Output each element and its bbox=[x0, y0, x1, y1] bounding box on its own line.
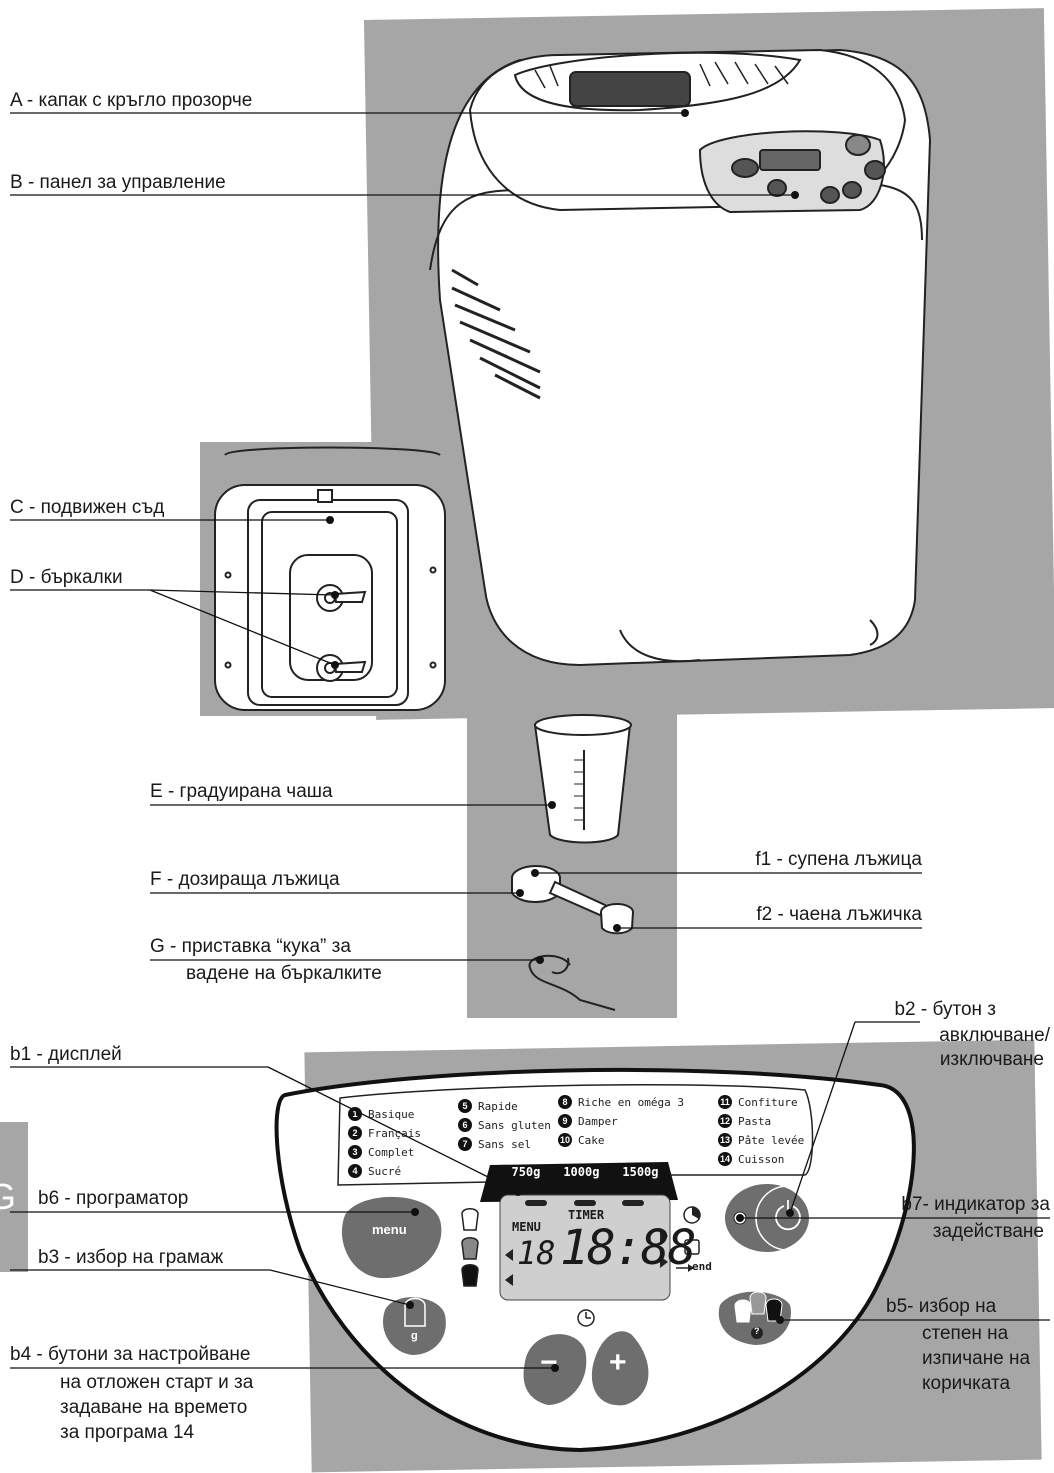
label-power-line2: авключване/ bbox=[939, 1025, 1050, 1046]
program-number: 6 bbox=[462, 1120, 467, 1130]
bread-machine bbox=[429, 48, 932, 667]
label-indicator-line1: b7- индикатор за bbox=[901, 1194, 1050, 1215]
label-time-buttons-line2: на отложен старт и за bbox=[60, 1372, 254, 1393]
program-number: 2 bbox=[352, 1128, 357, 1138]
program-number: 4 bbox=[352, 1166, 357, 1176]
baking-pan bbox=[214, 446, 446, 711]
label-crust-line2: степен на bbox=[922, 1323, 1009, 1344]
program-number: 11 bbox=[720, 1097, 730, 1107]
label-crust-line3: изпичане на bbox=[922, 1348, 1031, 1369]
lcd-time-digits: 18:88 bbox=[560, 1220, 696, 1276]
label-weight-selection: b3 - избор на грамаж bbox=[38, 1247, 224, 1268]
program-name: Sucré bbox=[368, 1165, 401, 1178]
hook-accessory bbox=[528, 954, 616, 1011]
label-power-line3: изключване bbox=[939, 1049, 1044, 1070]
label-crust-line4: коричката bbox=[922, 1373, 1011, 1394]
label-time-buttons-line3: задаване на времето bbox=[60, 1397, 248, 1418]
program-number-badge bbox=[458, 1118, 472, 1132]
leader-lines bbox=[10, 112, 1050, 1369]
program-number-badge bbox=[718, 1152, 732, 1166]
program-name: Pâte levée bbox=[738, 1134, 804, 1147]
label-time-buttons-line4: за програма 14 bbox=[60, 1422, 195, 1443]
program-name: Damper bbox=[578, 1115, 618, 1128]
program-number-badge bbox=[348, 1164, 362, 1178]
label-hook-line1: G - приставка “кука” за bbox=[150, 936, 351, 957]
program-number-badge bbox=[348, 1145, 362, 1159]
program-number: 12 bbox=[720, 1116, 730, 1126]
lcd-timer-label: TIMER bbox=[568, 1208, 605, 1222]
program-number-badge bbox=[718, 1133, 732, 1147]
label-measuring-spoon: F - дозираща лъжица bbox=[150, 869, 340, 890]
program-name: Riche en oméga 3 bbox=[578, 1096, 684, 1109]
weight-1500: 1500g bbox=[622, 1165, 659, 1179]
label-indicator-line2: задействане bbox=[932, 1221, 1044, 1242]
program-number: 8 bbox=[562, 1097, 567, 1107]
measuring-spoon bbox=[511, 865, 634, 935]
minus-button[interactable]: − bbox=[540, 1346, 558, 1379]
program-number-badge bbox=[558, 1114, 572, 1128]
program-name: Cuisson bbox=[738, 1153, 784, 1166]
program-number-badge bbox=[558, 1133, 572, 1147]
label-lid: A - капак с кръгло прозорче bbox=[10, 90, 253, 111]
lcd-end-label: end bbox=[692, 1260, 712, 1273]
weights-bar: 750g 1000g 1500g bbox=[500, 1165, 670, 1179]
menu-button[interactable]: menu bbox=[372, 1222, 407, 1237]
program-number-badge bbox=[718, 1114, 732, 1128]
label-pan: C - подвижен съд bbox=[10, 497, 165, 518]
program-number-badge bbox=[558, 1095, 572, 1109]
lcd-menu-label: MENU bbox=[512, 1220, 541, 1234]
label-hook-line2: вадене на бъркалките bbox=[186, 963, 382, 984]
weight-1000: 1000g bbox=[563, 1165, 600, 1179]
label-kneaders: D - бъркалки bbox=[10, 567, 123, 588]
program-number: 10 bbox=[560, 1135, 570, 1145]
program-number: 13 bbox=[720, 1135, 730, 1145]
language-tab: G bbox=[0, 1122, 28, 1272]
program-number-badge bbox=[348, 1107, 362, 1121]
program-number: 1 bbox=[352, 1109, 357, 1119]
label-power-line1: b2 - бутон з bbox=[894, 999, 996, 1020]
label-control-panel: B - панел за управление bbox=[10, 172, 226, 193]
measuring-cup bbox=[533, 714, 632, 844]
lcd-program-digits: 18 bbox=[517, 1234, 556, 1272]
weight-button[interactable]: g bbox=[411, 1330, 418, 1342]
program-number: 3 bbox=[352, 1147, 357, 1157]
program-number-badge bbox=[458, 1099, 472, 1113]
program-name: Cake bbox=[578, 1134, 605, 1147]
label-tablespoon: f1 - супена лъжица bbox=[755, 849, 922, 870]
label-crust-line1: b5- избор на bbox=[886, 1296, 997, 1317]
program-number-badge bbox=[348, 1126, 362, 1140]
program-name: Basique bbox=[368, 1108, 414, 1121]
program-name: Sans sel bbox=[478, 1138, 531, 1151]
program-name: Sans gluten bbox=[478, 1119, 551, 1132]
program-name: Complet bbox=[368, 1146, 414, 1159]
program-number: 7 bbox=[462, 1139, 467, 1149]
label-measuring-cup: E - градуирана чаша bbox=[150, 781, 333, 802]
label-programmer: b6 - програматор bbox=[38, 1188, 189, 1209]
program-name: Pasta bbox=[738, 1115, 771, 1128]
weight-750: 750g bbox=[511, 1165, 541, 1179]
program-number-badge bbox=[458, 1137, 472, 1151]
program-number: 14 bbox=[720, 1154, 730, 1164]
label-teaspoon: f2 - чаена лъжичка bbox=[756, 904, 922, 925]
crust-button[interactable]: ? bbox=[754, 1326, 760, 1336]
label-display: b1 - дисплей bbox=[10, 1044, 122, 1065]
plus-button[interactable]: + bbox=[609, 1346, 627, 1379]
label-time-buttons-line1: b4 - бутони за настройване bbox=[10, 1344, 251, 1365]
control-panel-face bbox=[274, 1067, 916, 1453]
program-name: Rapide bbox=[478, 1100, 518, 1113]
program-name: Français bbox=[368, 1127, 421, 1140]
program-name: Confiture bbox=[738, 1096, 798, 1109]
program-number: 9 bbox=[562, 1116, 567, 1126]
power-button[interactable] bbox=[748, 1190, 828, 1250]
program-number-badge bbox=[718, 1095, 732, 1109]
program-number: 5 bbox=[462, 1101, 467, 1111]
